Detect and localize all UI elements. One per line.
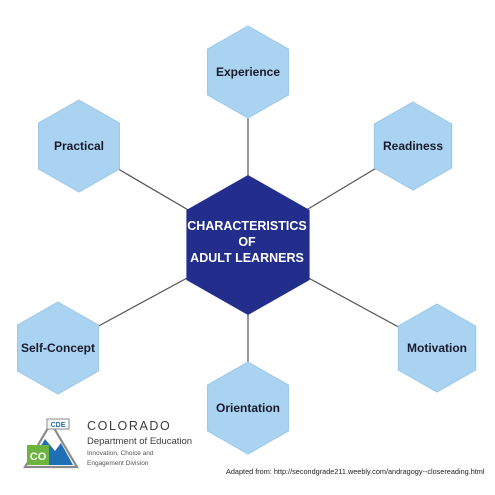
logo-division-line-1: Innovation, Choice and — [87, 450, 154, 457]
logo-title: COLORADO — [87, 419, 172, 433]
logo-badge-text: CDE — [51, 422, 66, 429]
label-readiness: Readiness — [383, 139, 443, 153]
node-orientation: Orientation — [207, 361, 289, 455]
hexagon-experience — [207, 25, 289, 119]
logo-badge — [46, 418, 70, 430]
center-hexagon-group: CHARACTERISTICS OF ADULT LEARNERS — [186, 175, 310, 315]
logo-mark-text: CO — [30, 451, 47, 463]
logo-division-line-2: Engagement Division — [87, 460, 149, 467]
logo-department: Department of Education — [87, 436, 193, 447]
center-label-line-2: OF — [238, 235, 256, 249]
node-readiness: Readiness — [373, 101, 453, 191]
colorado-mountain-logo-icon: CO CDE — [23, 418, 79, 469]
label-motivation: Motivation — [407, 341, 467, 355]
hexagon-readiness — [373, 101, 453, 191]
node-experience: Experience — [207, 25, 289, 119]
hexagon-practical — [38, 99, 120, 193]
node-practical: Practical — [38, 99, 120, 193]
logo-green-block — [27, 445, 49, 465]
logo-text-block: COLORADO Department of Education Innovat… — [87, 419, 217, 468]
node-motivation: Motivation — [397, 303, 477, 393]
label-orientation: Orientation — [216, 401, 280, 415]
node-self-concept: Self-Concept — [17, 301, 99, 395]
center-label-line-1: CHARACTERISTICS — [187, 219, 306, 233]
hexagon-motivation — [397, 303, 477, 393]
label-self-concept: Self-Concept — [21, 341, 95, 355]
hexagon-self-concept — [17, 301, 99, 395]
center-label-line-3: ADULT LEARNERS — [190, 251, 304, 265]
outer-hexagons: ExperienceReadinessMotivationOrientation… — [17, 25, 477, 455]
cde-logo: CO CDE COLORADO Department of Education … — [21, 417, 211, 477]
hexagon-orientation — [207, 361, 289, 455]
source-attribution: Adapted from: http://secondgrade211.weeb… — [226, 467, 485, 476]
label-practical: Practical — [54, 139, 104, 153]
center-hexagon — [186, 175, 310, 315]
label-experience: Experience — [216, 65, 280, 79]
